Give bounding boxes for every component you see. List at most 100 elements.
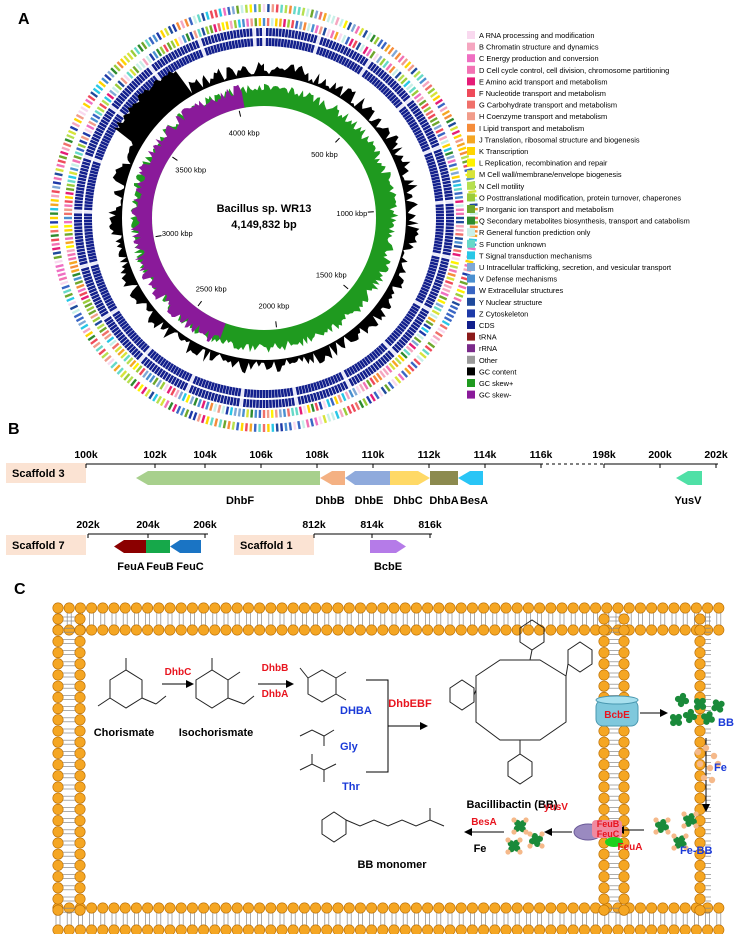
cog-tick: [413, 336, 422, 344]
cds-tick: [105, 129, 115, 136]
lipid-head: [618, 647, 630, 659]
cds-tick: [315, 46, 321, 55]
cog-tick: [376, 388, 384, 397]
lipid-head: [52, 770, 64, 782]
cds-tick: [330, 51, 336, 61]
bacillibactin-label: Bacillibactin (BB): [466, 799, 557, 811]
cog-tick: [407, 64, 415, 72]
cds-tick: [428, 167, 438, 172]
scaffold-tick-label: 202k: [704, 449, 728, 461]
cog-tick: [75, 316, 85, 323]
cds-tick: [307, 383, 312, 393]
genome-tick-label: 1500 kbp: [316, 271, 347, 280]
cog-tick: [413, 92, 422, 100]
gene-feuc-arrow: [170, 540, 201, 553]
cds-tick: [351, 364, 358, 373]
cog-tick: [288, 5, 293, 14]
cog-tick: [64, 204, 73, 208]
cds-tick: [297, 396, 302, 405]
scaffold-tick-label: 812k: [302, 519, 326, 531]
bb-core: [678, 696, 686, 704]
cds-tick: [176, 48, 183, 57]
cds-tick: [99, 286, 108, 293]
cog-tick: [375, 55, 383, 64]
cds-tick: [111, 326, 120, 334]
fe-ion: [714, 760, 722, 768]
lipid-head: [668, 624, 680, 636]
cog-tick: [397, 354, 405, 362]
cds-tick: [405, 116, 414, 123]
cds-tick: [157, 356, 164, 365]
cds-tick: [295, 386, 300, 395]
cds-tick: [178, 58, 185, 67]
cds-tick: [176, 379, 183, 388]
cds-tick: [182, 382, 189, 391]
cds-tick: [75, 190, 84, 194]
lipid-head: [52, 669, 64, 681]
cog-tick: [87, 334, 96, 342]
cog-tick: [451, 175, 460, 180]
cog-tick: [338, 18, 344, 27]
cds-tick: [407, 118, 416, 126]
cog-tick: [205, 11, 210, 20]
cog-tick: [446, 117, 455, 124]
lipid-head: [97, 624, 109, 636]
cds-tick: [85, 191, 94, 196]
cog-tick: [200, 414, 206, 424]
cds-tick: [398, 106, 407, 114]
cds-tick: [348, 366, 356, 375]
cds-tick: [280, 388, 285, 398]
cog-tick: [67, 179, 76, 184]
cog-tick: [400, 351, 408, 359]
cds-tick: [239, 398, 244, 407]
cog-tick: [53, 176, 62, 181]
cds-tick: [92, 269, 101, 275]
cds-tick: [98, 121, 108, 129]
lipid-head: [578, 624, 590, 636]
cds-tick: [84, 228, 93, 232]
genome-tick-mark: [335, 137, 340, 143]
cog-tick: [90, 312, 99, 320]
lipid-head: [455, 924, 467, 934]
cog-tick: [411, 89, 419, 97]
bb-core: [686, 712, 694, 720]
lipid-head: [618, 669, 630, 681]
cog-tick: [340, 34, 347, 44]
lipid-head: [265, 924, 277, 934]
cog-tick: [453, 183, 462, 188]
cds-tick: [335, 373, 342, 382]
cds-tick: [186, 54, 193, 63]
lipid-head: [601, 924, 613, 934]
cog-tick: [375, 372, 383, 381]
cds-tick: [204, 47, 210, 56]
cog-tick: [380, 41, 388, 50]
cds-tick: [198, 49, 204, 58]
cog-tick: [441, 109, 450, 117]
lipid-head: [567, 624, 579, 636]
cds-tick: [421, 146, 431, 152]
cds-tick: [172, 366, 180, 375]
legend-label: J Translation, ribosomal structure and b…: [479, 135, 640, 144]
cog-tick: [133, 46, 141, 55]
cds-tick: [409, 121, 418, 128]
cds-tick: [379, 356, 388, 365]
lipid-head: [500, 602, 512, 614]
lipid-head: [612, 602, 624, 614]
cog-tick: [64, 200, 73, 204]
cds-tick: [444, 242, 453, 246]
cog-tick: [57, 159, 66, 164]
cds-tick: [422, 305, 431, 312]
cds-tick: [292, 387, 297, 396]
lipid-head: [298, 624, 310, 636]
cog-tick: [288, 422, 293, 431]
cog-tick: [432, 334, 441, 342]
cds-tick: [422, 124, 431, 131]
cog-tick: [391, 68, 399, 77]
lipid-head: [354, 602, 366, 614]
legend-swatch: [467, 100, 475, 109]
cds-tick: [415, 316, 425, 323]
cds-tick: [170, 364, 177, 373]
cog-tick: [454, 240, 463, 245]
lipid-head: [242, 624, 254, 636]
lipid-head: [679, 924, 691, 934]
